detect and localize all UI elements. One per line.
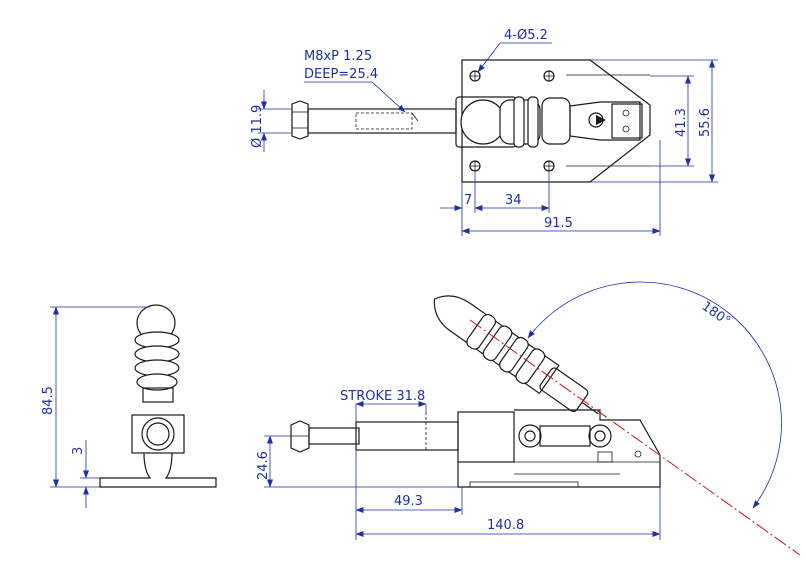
handle-center-line	[469, 319, 801, 556]
top-view: M8xP 1.25 DEEP=25.4 4-Ø5.2 Ø 11.9 55.6 4…	[250, 28, 718, 236]
length-plunger-label: 49.3	[394, 494, 423, 509]
end-dimensions: 84.5 3	[41, 306, 150, 508]
height-plunger-label: 24.6	[256, 451, 271, 480]
thread-depth-label: DEEP=25.4	[304, 67, 378, 82]
stroke-label: STROKE 31.8	[340, 389, 425, 404]
offset-edge-label: 7	[464, 193, 472, 208]
hole-spec-label: 4-Ø5.2	[504, 28, 548, 43]
base-thickness-label: 3	[71, 447, 86, 455]
height-side-label: 84.5	[41, 386, 56, 415]
hole-spacing-vertical-label: 41.3	[674, 108, 689, 137]
front-dimensions: STROKE 31.8 24.6 49.3 140.8	[256, 389, 661, 540]
top-plunger	[291, 100, 457, 140]
end-view: 84.5 3	[41, 304, 217, 508]
length-top-label: 91.5	[544, 216, 573, 231]
length-overall-label: 140.8	[487, 518, 524, 533]
diameter-label: Ø 11.9	[250, 105, 265, 148]
thread-spec-label: M8xP 1.25	[304, 49, 372, 64]
hole-spacing-horizontal-label: 34	[505, 193, 522, 208]
top-handle	[455, 96, 643, 148]
height-overall-top-label: 55.6	[698, 108, 713, 137]
top-dimensions: M8xP 1.25 DEEP=25.4 4-Ø5.2 Ø 11.9 55.6 4…	[250, 28, 718, 236]
front-view: 180° STROKE 31.8 24.6 49.3 140.8	[256, 281, 801, 556]
